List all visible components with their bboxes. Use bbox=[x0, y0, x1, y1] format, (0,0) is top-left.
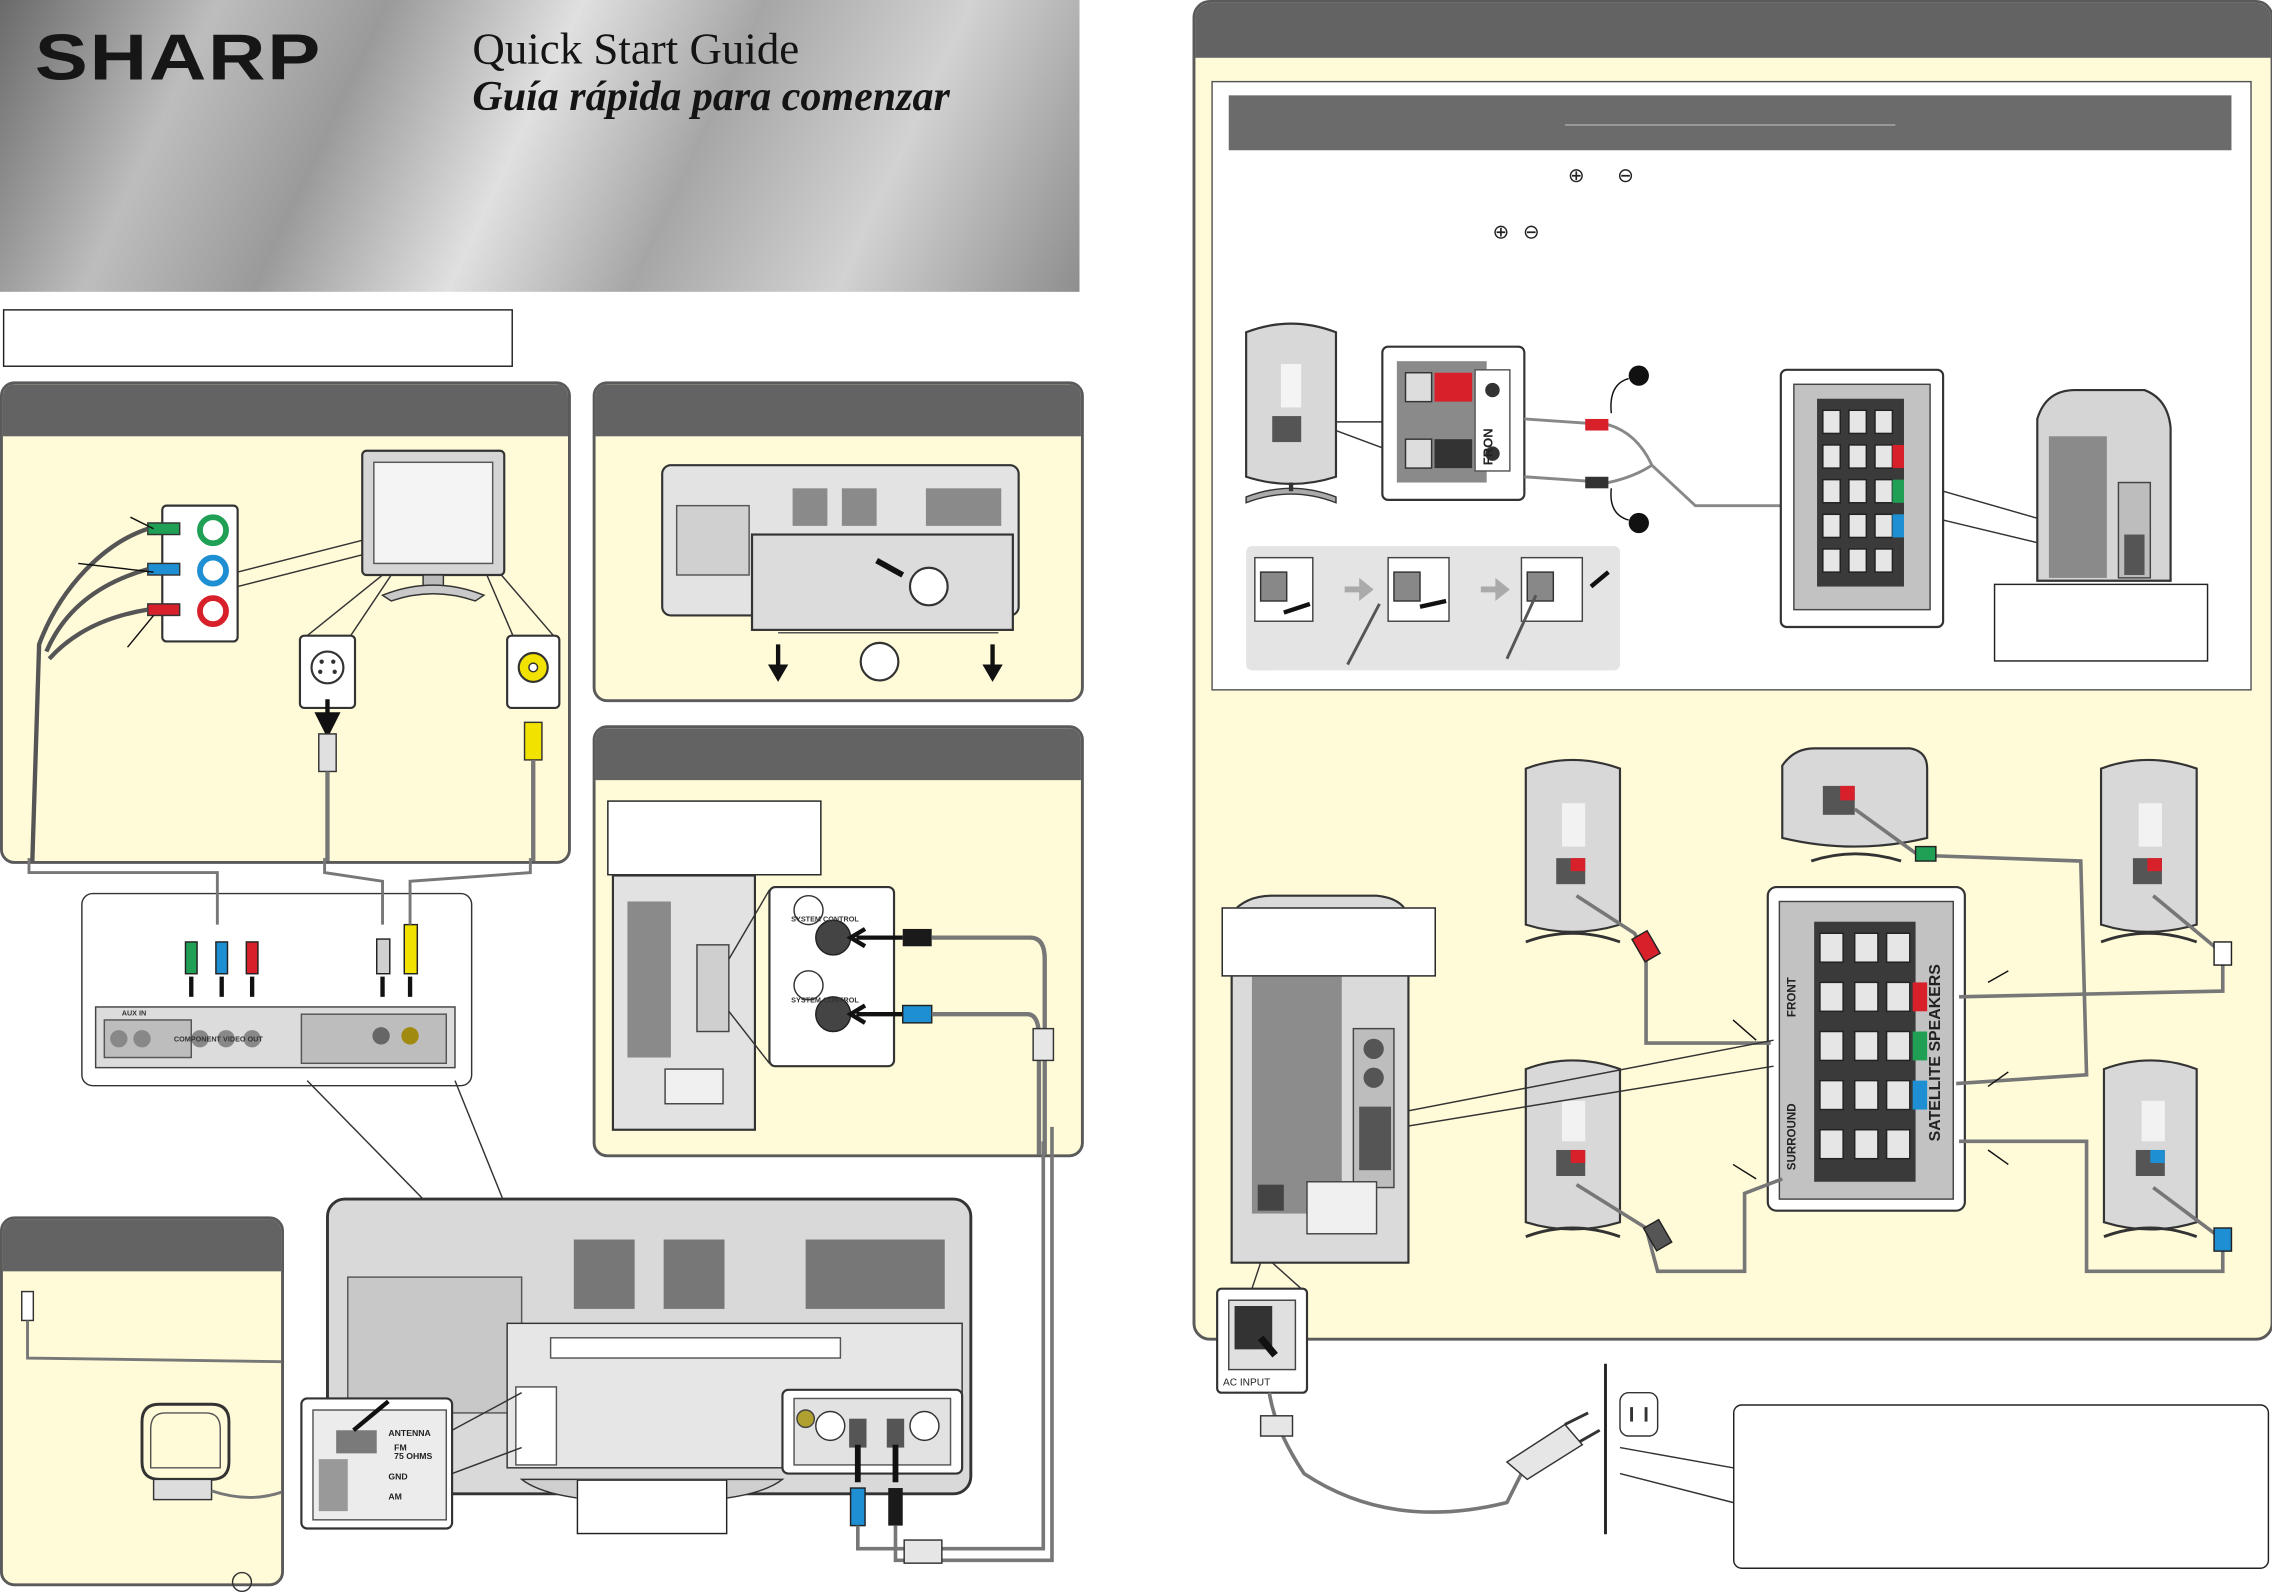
satellite-label: SATELLITE SPEAKERS bbox=[1927, 964, 1945, 1142]
brand-logo: SHARP bbox=[34, 20, 323, 94]
intro-box bbox=[2, 309, 513, 367]
speaker-front-right bbox=[2099, 758, 2198, 944]
panel-header-bar bbox=[2, 384, 569, 437]
minus-symbol: ⊖ bbox=[1522, 219, 1540, 243]
ac-input-label: AC INPUT bbox=[1222, 1378, 1271, 1389]
title-spanish: Guía rápida para comenzar bbox=[472, 73, 950, 120]
note-box bbox=[607, 800, 822, 876]
minus-symbol: ⊖ bbox=[1617, 163, 1635, 187]
system-control-label: SYSTEM CONTROL bbox=[791, 915, 859, 925]
panel-header-bar bbox=[595, 728, 1081, 781]
surround-label: SURROUND bbox=[1785, 1103, 1799, 1171]
plus-symbol: ⊕ bbox=[1492, 219, 1510, 243]
main-unit-diagram bbox=[27, 858, 1054, 1564]
main-unit-note-box bbox=[576, 1479, 728, 1535]
stand-diagram bbox=[661, 464, 1020, 682]
panel-tv-connection bbox=[0, 381, 571, 864]
panel-header-bar bbox=[2, 1219, 282, 1272]
system-control-label: SYSTEM CONTROL bbox=[791, 996, 859, 1006]
aux-in-label: AUX IN bbox=[121, 1009, 147, 1019]
ac-note-box bbox=[1733, 1404, 2270, 1569]
panel-stand bbox=[592, 381, 1084, 703]
speaker-surround-left bbox=[1524, 1059, 1622, 1239]
fron-label: FRON bbox=[1480, 428, 1496, 466]
subwoofer-note bbox=[1221, 907, 1436, 977]
front-label: FRONT bbox=[1785, 977, 1799, 1018]
title-english: Quick Start Guide bbox=[472, 23, 800, 74]
header-banner bbox=[0, 0, 1080, 292]
panel-header-bar bbox=[1195, 2, 2271, 58]
antenna-diagram bbox=[21, 1290, 282, 1501]
subwoofer-note-box bbox=[1993, 583, 2209, 662]
plus-symbol: ⊕ bbox=[1567, 163, 1585, 187]
panel-system-control bbox=[592, 725, 1084, 1158]
title-underline bbox=[1564, 124, 1896, 126]
footnote-circle bbox=[231, 1571, 253, 1593]
panel-antenna bbox=[0, 1216, 285, 1587]
system-control-diagram bbox=[611, 874, 1055, 1155]
tv-diagram bbox=[30, 449, 561, 862]
am-label: AM bbox=[388, 1493, 402, 1503]
section-title-bar bbox=[1228, 95, 2232, 151]
component-out-label: COMPONENT VIDEO OUT bbox=[173, 1035, 263, 1045]
fm-ohms-label: FM 75 OHMS bbox=[394, 1444, 433, 1463]
panel-header-bar bbox=[595, 384, 1081, 437]
speaker-center bbox=[1781, 747, 1929, 863]
antenna-label: ANTENNA bbox=[388, 1430, 431, 1439]
gnd-label: GND bbox=[388, 1473, 408, 1483]
